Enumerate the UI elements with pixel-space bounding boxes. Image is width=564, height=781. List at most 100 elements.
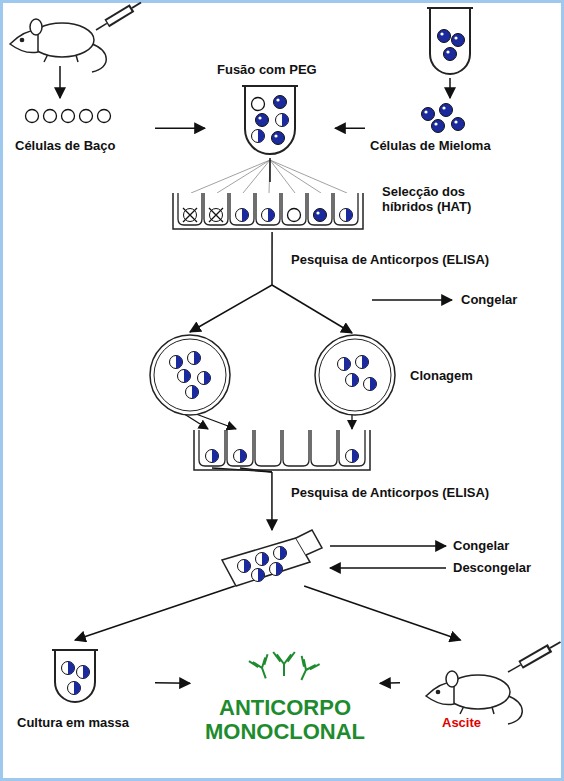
tube-rim <box>52 649 98 651</box>
step-caption: Clonagem <box>410 368 473 383</box>
cell <box>74 682 81 695</box>
process-step: Selecção dos híbridos (HAT) <box>170 182 490 232</box>
step-caption: Descongelar <box>453 560 531 575</box>
cell <box>274 96 287 109</box>
process-step: Fusão com PEG <box>205 62 335 158</box>
dispense-line <box>217 160 270 193</box>
cell <box>452 118 465 131</box>
flow-connector <box>190 232 272 332</box>
process-step: Clonagem <box>140 332 480 472</box>
cell <box>252 98 265 111</box>
cell <box>288 209 301 222</box>
cell <box>370 378 377 391</box>
cell <box>352 374 359 387</box>
cell <box>440 104 453 117</box>
cell <box>188 352 201 365</box>
process-step: Células de Mieloma <box>365 100 540 160</box>
plate-well <box>282 193 306 225</box>
cell <box>68 662 75 675</box>
cell <box>184 209 197 222</box>
cell <box>454 120 457 123</box>
flow-connector <box>155 127 205 129</box>
mouse <box>30 19 42 35</box>
tube-rim <box>427 7 473 9</box>
cell <box>452 34 465 47</box>
cell <box>188 352 201 365</box>
process-step: Cultura em massa <box>5 640 155 735</box>
cell <box>446 50 449 53</box>
well-plate <box>194 430 370 470</box>
cell <box>252 98 265 111</box>
plate-well <box>311 430 337 466</box>
cell <box>170 356 183 369</box>
cell <box>364 378 377 391</box>
cell <box>26 110 39 123</box>
tube-rim <box>242 85 298 87</box>
cell <box>338 358 351 371</box>
cell <box>438 30 451 43</box>
mouse <box>20 38 23 41</box>
plate-well <box>230 193 254 225</box>
cell <box>338 358 351 371</box>
cell <box>422 108 435 121</box>
cell <box>252 569 265 582</box>
edge-label: Pesquisa de Anticorpos (ELISA) <box>290 252 490 267</box>
antibody-icon <box>249 654 275 681</box>
cell <box>444 48 457 61</box>
cell <box>432 120 445 133</box>
thaw-arrow <box>330 567 446 569</box>
step-caption: Congelar <box>453 538 509 553</box>
dispense-line <box>191 160 270 193</box>
side-note: Congelar <box>460 292 518 307</box>
cell <box>444 48 457 61</box>
cell <box>98 110 111 123</box>
cell <box>256 114 269 127</box>
cell <box>209 208 223 222</box>
petri-dish <box>150 335 230 415</box>
edge-label: Pesquisa de Anticorpos (ELISA) <box>290 485 490 500</box>
mouse <box>508 696 522 724</box>
cell <box>178 370 191 383</box>
cell <box>244 560 251 573</box>
cell <box>68 682 81 695</box>
cell <box>238 560 251 573</box>
flow-connector <box>335 127 365 129</box>
cell <box>442 106 445 109</box>
syringe <box>107 8 132 23</box>
cell <box>176 356 183 369</box>
syringe <box>96 23 107 30</box>
cell <box>198 372 211 385</box>
cell <box>62 662 75 675</box>
cell <box>440 32 443 35</box>
plate-well <box>283 430 309 466</box>
cell <box>44 110 57 123</box>
cell <box>198 372 211 385</box>
cell <box>98 110 111 123</box>
syringe <box>550 642 561 648</box>
cell <box>206 450 219 463</box>
cell <box>206 450 219 463</box>
cell <box>274 96 287 109</box>
well-plate <box>173 193 363 229</box>
plate-well <box>199 430 225 466</box>
cell <box>186 386 199 399</box>
process-step: Células de Baço <box>10 100 155 160</box>
plate-well <box>339 430 365 466</box>
flow-connector <box>304 586 460 640</box>
syringe <box>522 649 548 664</box>
cell <box>242 209 249 222</box>
cell <box>356 356 369 369</box>
plate-well <box>227 430 253 466</box>
cell <box>346 374 359 387</box>
cell <box>252 130 265 143</box>
flow-arrow <box>372 299 452 301</box>
cell <box>44 110 57 123</box>
mouse <box>436 690 439 693</box>
syringe <box>108 9 130 23</box>
cell <box>236 209 249 222</box>
cell <box>212 450 219 463</box>
cell <box>344 358 351 371</box>
cell <box>83 666 90 679</box>
